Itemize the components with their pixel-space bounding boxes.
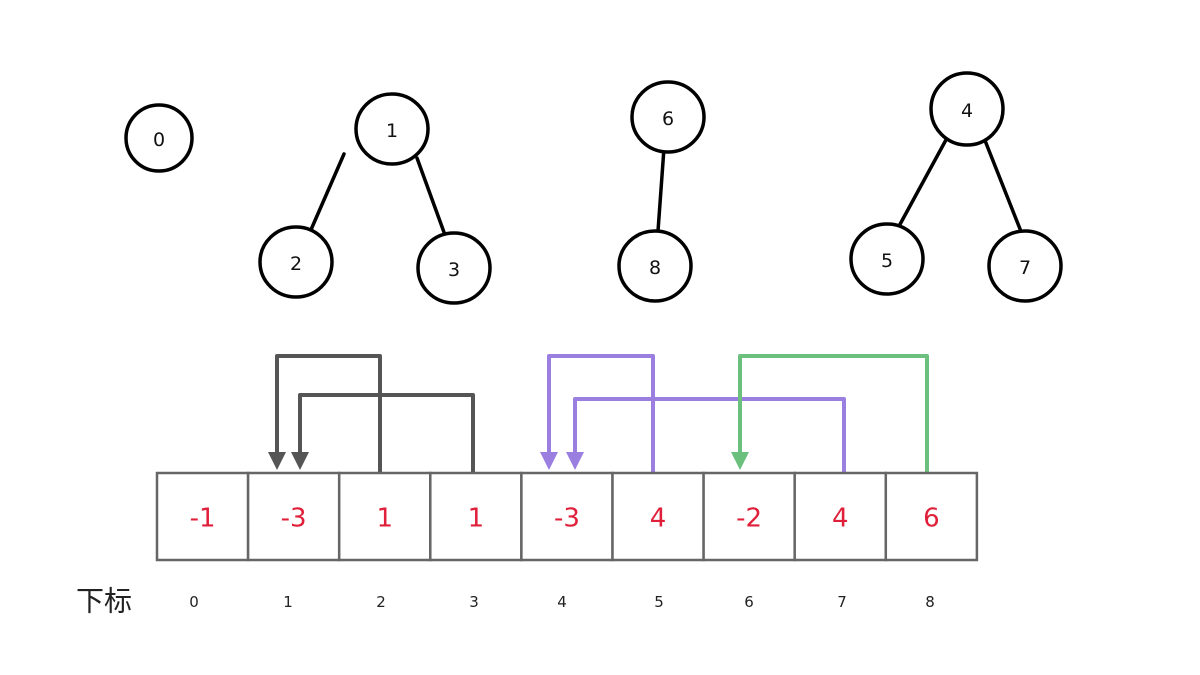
tree-node-8: 8 [617, 229, 693, 303]
tree-edge-1-2 [308, 152, 346, 234]
arrow-head-icon [291, 452, 309, 470]
node-circle [258, 225, 334, 299]
tree-node-2: 2 [258, 225, 334, 299]
tree-node-7: 7 [987, 229, 1063, 303]
arrow-head-icon [540, 452, 558, 470]
cell-value: 1 [376, 504, 393, 534]
cell-value: 1 [468, 504, 485, 534]
tree-nodes: 0 1 2 3 6 8 4 5 7 [124, 71, 1063, 305]
array-cell-7: 4 [793, 471, 888, 562]
arrow-line [738, 354, 929, 472]
arrow-head-icon [731, 452, 749, 470]
arrow-head-icon [566, 452, 584, 470]
node-circle [987, 229, 1063, 303]
array-cell-6: -2 [702, 471, 796, 562]
array-cell-5: 4 [611, 471, 705, 562]
index-label-1: 1 [283, 593, 293, 611]
parent-pointer-arrows [268, 354, 929, 472]
cell-box [611, 471, 705, 562]
tree-node-1: 1 [354, 92, 430, 166]
parent-array: -1 -3 1 1 -3 4 -2 4 6 [155, 471, 979, 562]
tree-node-0: 0 [124, 103, 194, 173]
tree-node-6: 6 [630, 80, 706, 154]
cell-value: -1 [190, 504, 216, 534]
arrow-line [573, 397, 846, 472]
index-label-7: 7 [837, 593, 847, 611]
cell-value: 4 [832, 504, 849, 534]
pointer-arrow-5-to-4 [540, 354, 655, 472]
node-label: 4 [961, 100, 973, 122]
node-circle [416, 231, 492, 305]
cell-value: -3 [281, 504, 307, 534]
node-label: 7 [1019, 257, 1031, 279]
array-cell-4: -3 [520, 471, 614, 562]
node-circle [929, 71, 1005, 147]
cell-value: -2 [736, 504, 762, 534]
cell-box [793, 471, 888, 562]
index-label-8: 8 [925, 593, 935, 611]
node-circle [124, 103, 194, 173]
cell-box [702, 471, 796, 562]
index-label-5: 5 [654, 593, 664, 611]
cell-box [429, 471, 523, 562]
pointer-arrow-7-to-4 [566, 397, 846, 472]
arrow-line [298, 393, 475, 472]
node-label: 0 [153, 129, 165, 151]
cell-box [337, 471, 432, 562]
index-label-0: 0 [189, 593, 199, 611]
tree-node-4: 4 [929, 71, 1005, 147]
index-label-4: 4 [557, 593, 567, 611]
arrow-line [275, 354, 382, 472]
node-label: 5 [881, 250, 893, 272]
node-label: 6 [662, 108, 674, 130]
node-circle [849, 222, 925, 296]
tree-edge-1-3 [415, 156, 447, 237]
array-cell-2: 1 [337, 471, 432, 562]
array-cell-0: -1 [155, 471, 250, 562]
tree-node-5: 5 [849, 222, 925, 296]
index-label-3: 3 [469, 593, 479, 611]
node-circle [630, 80, 706, 154]
tree-node-3: 3 [416, 231, 492, 305]
array-cell-3: 1 [429, 471, 523, 562]
tree-edge-6-8 [656, 146, 666, 233]
index-label-6: 6 [744, 593, 754, 611]
tree-edge-4-7 [982, 136, 1024, 236]
node-label: 1 [386, 120, 398, 142]
index-label-2: 2 [376, 593, 386, 611]
arrow-line [547, 354, 655, 472]
array-cell-1: -3 [246, 471, 341, 562]
cell-value: -3 [554, 504, 580, 534]
cell-value: 4 [650, 504, 667, 534]
node-label: 8 [649, 257, 661, 279]
node-circle [617, 229, 693, 303]
cell-value: 6 [923, 504, 940, 534]
pointer-arrow-8-to-6 [731, 354, 929, 472]
cell-box [246, 471, 341, 562]
arrow-head-icon [268, 452, 286, 470]
cell-box [520, 471, 614, 562]
index-row: 下标 0 1 2 3 4 5 6 7 8 [76, 585, 935, 618]
array-cell-8: 6 [884, 471, 979, 562]
cell-box [884, 471, 979, 562]
tree-edge-4-5 [896, 136, 949, 230]
index-title: 下标 [76, 585, 132, 618]
node-circle [354, 92, 430, 166]
pointer-arrow-3-to-1 [291, 393, 475, 472]
pointer-arrow-2-to-1 [268, 354, 382, 472]
node-label: 3 [448, 259, 460, 281]
node-label: 2 [290, 253, 302, 275]
tree-edges [308, 136, 1024, 237]
